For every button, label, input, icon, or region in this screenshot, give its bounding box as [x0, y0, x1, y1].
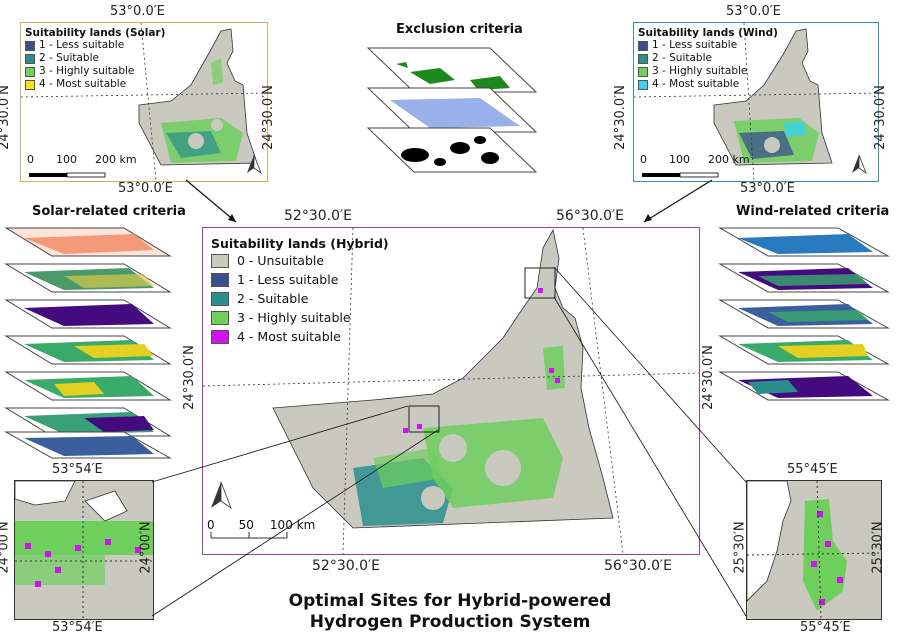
exclusion-criteria-title: Exclusion criteria [396, 22, 523, 37]
legend-item: 2 - Suitable [211, 289, 389, 308]
coord-label: 53°0.0′E [118, 181, 173, 196]
title-line-2: Hydrogen Production System [309, 612, 591, 632]
solar-map-graphic [21, 23, 267, 181]
exclusion-layers [366, 47, 538, 173]
legend-item: 2 - Suitable [25, 52, 165, 65]
solar-criteria-layers [4, 227, 172, 459]
legend-item: 4 - Most suitable [211, 327, 389, 346]
zoom-right-graphic [747, 481, 881, 619]
coord-label: 52°30.0′E [312, 558, 381, 574]
figure-title: Optimal Sites for Hybrid-powered Hydroge… [260, 591, 640, 633]
north-arrow-icon [247, 154, 262, 175]
hybrid-suitability-map: Suitability lands (Hybrid) 0 - Unsuitabl… [202, 227, 700, 555]
hybrid-map-graphic [203, 228, 699, 554]
legend-title: Suitability lands (Hybrid) [211, 236, 389, 251]
solar-legend: Suitability lands (Solar) 1 - Less suita… [25, 27, 165, 91]
coord-label: 53°54′E [52, 620, 103, 635]
legend-item: 1 - Less suitable [211, 270, 389, 289]
coord-label: 53°0.0′E [110, 4, 165, 19]
wind-map-graphic [634, 23, 878, 181]
coord-label: 53°0.0′E [726, 4, 781, 19]
title-line-1: Optimal Sites for Hybrid-powered [288, 591, 612, 611]
wind-related-criteria-title: Wind-related criteria [736, 204, 890, 219]
coord-label: 53°54′E [52, 462, 103, 477]
legend-item: 4 - Most suitable [638, 78, 778, 91]
legend-item: 3 - Highly suitable [25, 65, 165, 78]
legend-title: Suitability lands (Solar) [25, 27, 166, 39]
legend-item: 0 - Unsuitable [211, 251, 389, 270]
coord-label: 55°45′E [787, 462, 838, 477]
legend-item: 2 - Suitable [638, 52, 778, 65]
legend-item: 1 - Less suitable [25, 39, 165, 52]
north-arrow-icon [211, 481, 232, 510]
coord-label: 56°30.0′E [556, 208, 625, 224]
coord-label: 55°45′E [800, 620, 851, 635]
legend-item: 3 - Highly suitable [211, 308, 389, 327]
solar-related-criteria-title: Solar-related criteria [32, 204, 186, 219]
zoom-left-graphic [15, 481, 153, 619]
zoom-inset-left [14, 480, 154, 620]
wind-criteria-layers [718, 227, 890, 401]
hybrid-legend: Suitability lands (Hybrid) 0 - Unsuitabl… [211, 236, 389, 346]
north-arrow-icon [852, 154, 867, 175]
coord-label: 56°30.0′E [604, 558, 673, 574]
coord-label: 52°30.0′E [284, 208, 353, 224]
legend-item: 3 - Highly suitable [638, 65, 778, 78]
legend-item: 1 - Less suitable [638, 39, 778, 52]
solar-suitability-map: Suitability lands (Solar) 1 - Less suita… [20, 22, 268, 182]
zoom-inset-right [746, 480, 882, 620]
wind-suitability-map: Suitability lands (Wind) 1 - Less suitab… [633, 22, 879, 182]
legend-item: 4 - Most suitable [25, 78, 165, 91]
wind-legend: Suitability lands (Wind) 1 - Less suitab… [638, 27, 778, 91]
coord-label: 53°0.0′E [740, 181, 795, 196]
legend-title: Suitability lands (Wind) [638, 27, 778, 39]
